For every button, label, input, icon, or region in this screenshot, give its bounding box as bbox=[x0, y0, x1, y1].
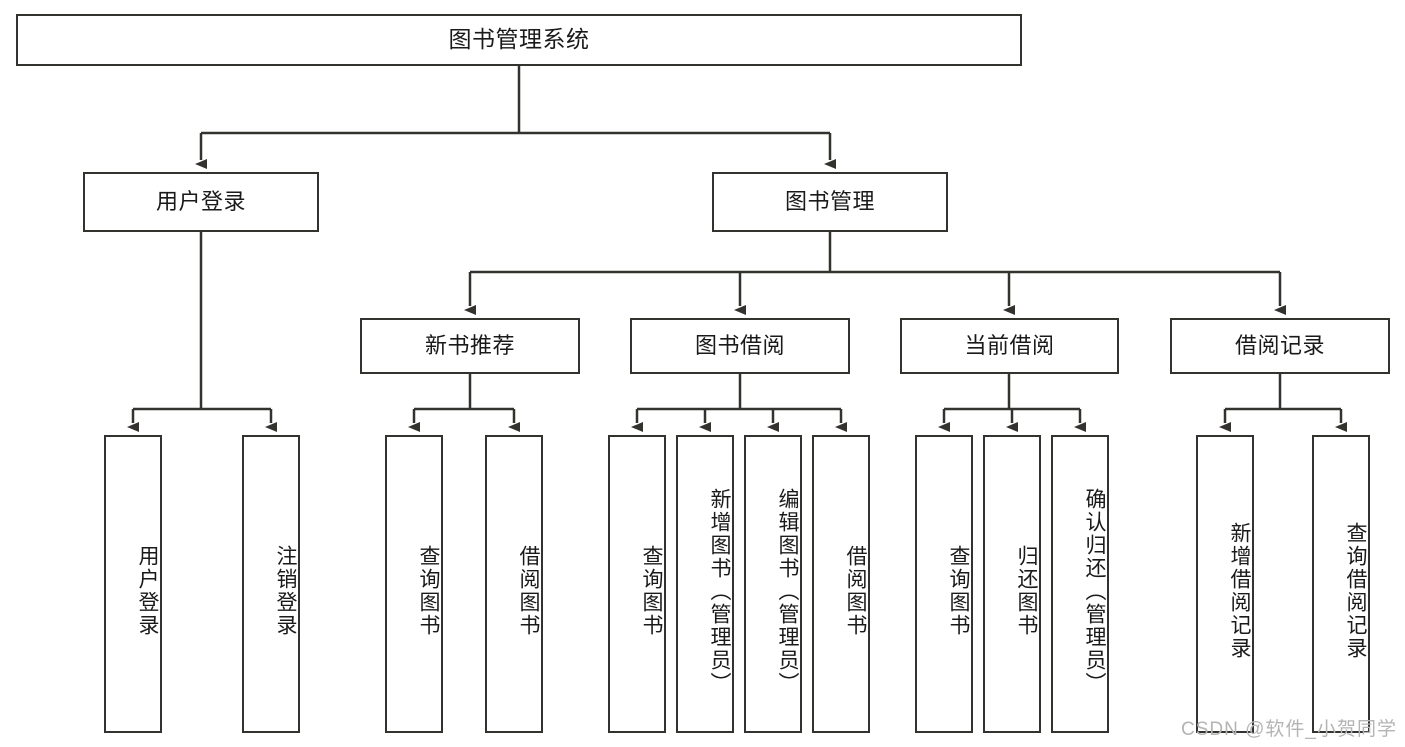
node-new-book-recommend[interactable]: 新书推荐 bbox=[360, 318, 580, 374]
leaf-label: 注销登录 bbox=[274, 545, 297, 637]
leaf-query-book-current[interactable]: 查询图书 bbox=[915, 435, 973, 733]
leaf-return-book[interactable]: 归还图书 bbox=[983, 435, 1041, 733]
leaf-label: 归还图书 bbox=[1015, 545, 1038, 637]
leaf-label: 查询借阅记录 bbox=[1344, 522, 1367, 660]
csdn-watermark: CSDN @软件_小贺同学 bbox=[1181, 719, 1397, 740]
leaf-label: 编辑图书（管理员） bbox=[776, 487, 799, 695]
leaf-label: 新增图书（管理员） bbox=[708, 487, 731, 695]
leaf-user-login[interactable]: 用户登录 bbox=[104, 435, 162, 733]
node-book-management[interactable]: 图书管理 bbox=[712, 172, 948, 232]
leaf-query-book-borrow[interactable]: 查询图书 bbox=[608, 435, 666, 733]
node-borrow-record[interactable]: 借阅记录 bbox=[1170, 318, 1390, 374]
leaf-edit-book-admin[interactable]: 编辑图书（管理员） bbox=[744, 435, 802, 733]
node-book-borrow[interactable]: 图书借阅 bbox=[630, 318, 850, 374]
leaf-label: 借阅图书 bbox=[844, 545, 867, 637]
leaf-label: 借阅图书 bbox=[517, 545, 540, 637]
leaf-confirm-return-admin[interactable]: 确认归还（管理员） bbox=[1051, 435, 1109, 733]
node-current-borrow[interactable]: 当前借阅 bbox=[900, 318, 1119, 374]
leaf-label: 新增借阅记录 bbox=[1228, 522, 1251, 660]
leaf-user-logout[interactable]: 注销登录 bbox=[242, 435, 300, 733]
leaf-label: 查询图书 bbox=[947, 545, 970, 637]
leaf-borrow-book-recommend[interactable]: 借阅图书 bbox=[485, 435, 543, 733]
node-root-system[interactable]: 图书管理系统 bbox=[16, 14, 1022, 66]
leaf-borrow-book[interactable]: 借阅图书 bbox=[812, 435, 870, 733]
leaf-add-borrow-record[interactable]: 新增借阅记录 bbox=[1196, 435, 1254, 733]
leaf-query-borrow-record[interactable]: 查询借阅记录 bbox=[1312, 435, 1370, 733]
leaf-label: 用户登录 bbox=[136, 545, 159, 637]
leaf-add-book-admin[interactable]: 新增图书（管理员） bbox=[676, 435, 734, 733]
leaf-label: 确认归还（管理员） bbox=[1083, 487, 1106, 695]
leaf-query-book-recommend[interactable]: 查询图书 bbox=[385, 435, 443, 733]
leaf-label: 查询图书 bbox=[417, 545, 440, 637]
leaf-label: 查询图书 bbox=[640, 545, 663, 637]
node-user-login[interactable]: 用户登录 bbox=[83, 172, 319, 232]
